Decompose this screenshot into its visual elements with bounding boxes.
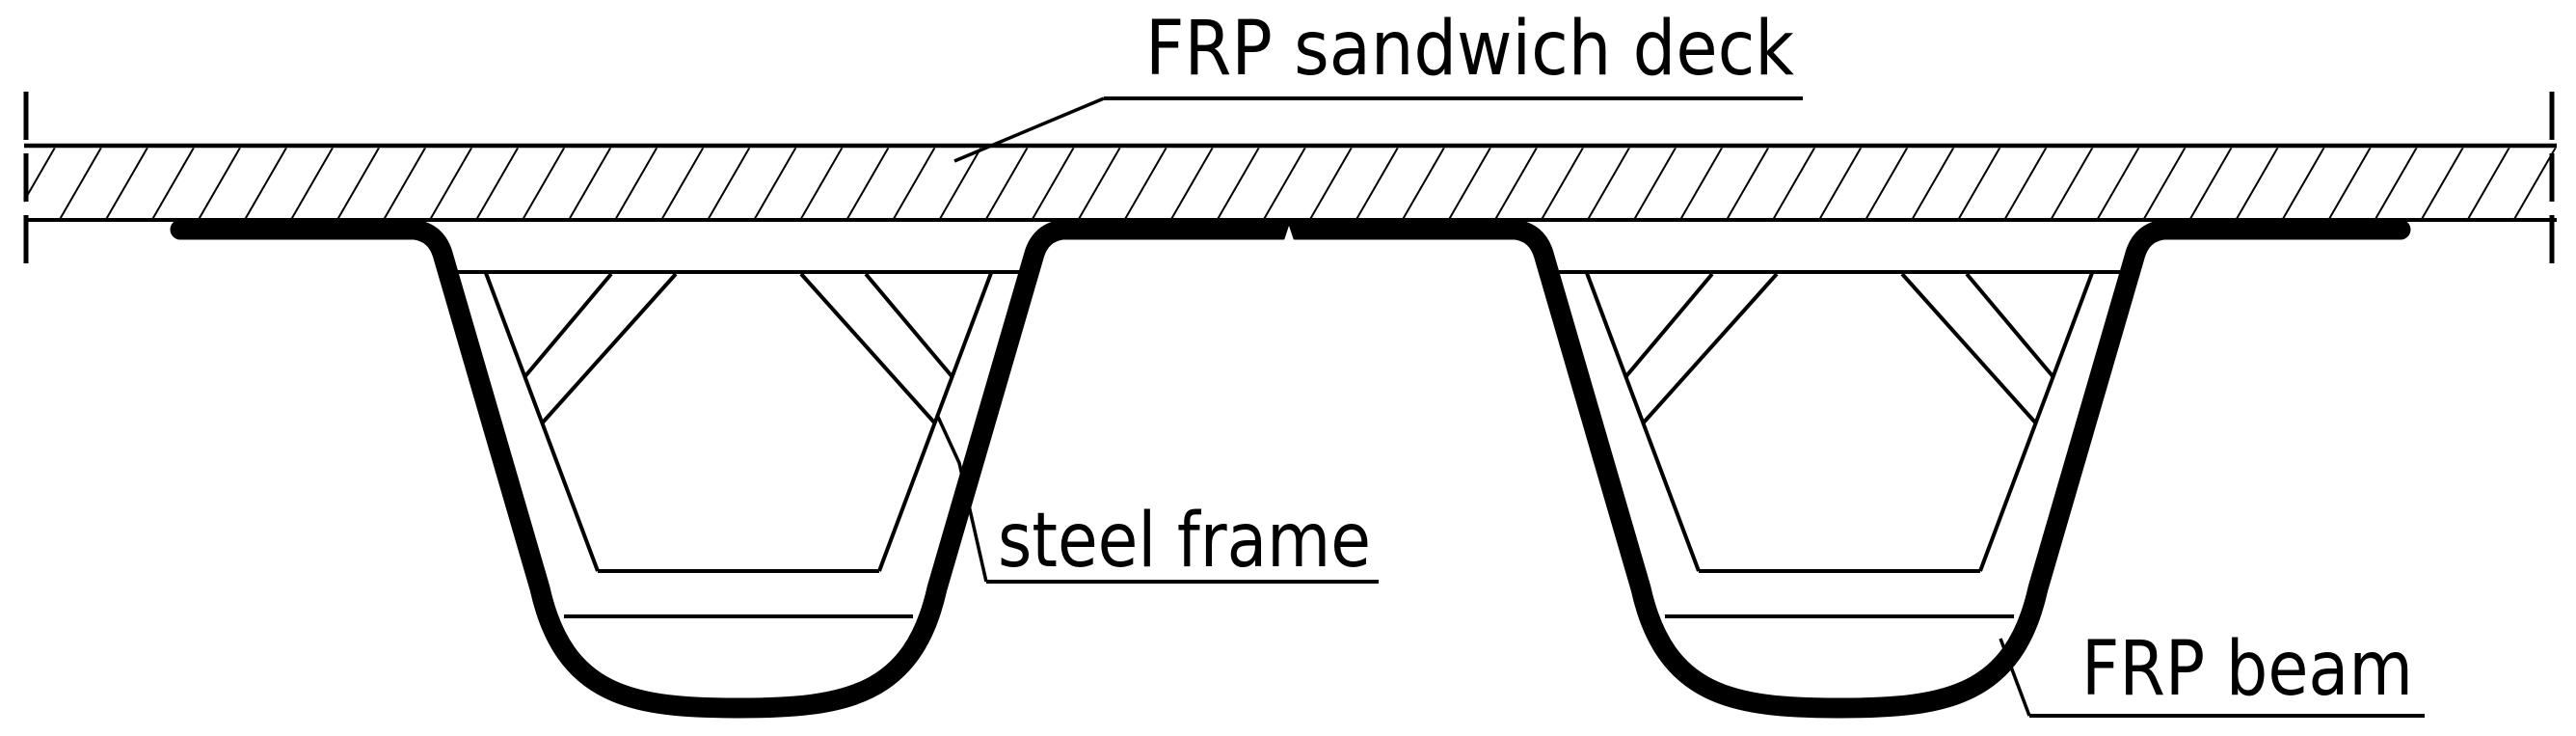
steel-frame-left xyxy=(449,270,1028,618)
deck-leader-line xyxy=(953,96,1105,163)
frp-beam-label: FRP beam xyxy=(2081,626,2413,713)
deck-annotation: FRP sandwich deck xyxy=(953,6,1803,163)
flange-joint-notch xyxy=(1283,226,1295,243)
frp-beam-annotation: FRP beam xyxy=(1999,626,2425,718)
deck-hatch-fill xyxy=(24,148,2557,218)
steel-frame-annotation: steel frame xyxy=(935,414,1379,585)
truss-diagonal xyxy=(1623,272,1714,379)
truss-diagonal xyxy=(540,272,678,425)
steel-frame-label: steel frame xyxy=(998,498,1371,585)
truss-diagonal xyxy=(799,272,937,425)
truss-diagonal xyxy=(523,272,613,379)
deck-label: FRP sandwich deck xyxy=(1145,6,1794,93)
truss-diagonal xyxy=(1641,272,1779,425)
frp-beam-left-outline xyxy=(170,219,1293,719)
frp-sandwich-deck xyxy=(23,92,2557,275)
steel-frame-right xyxy=(1550,270,2129,618)
truss-diagonal xyxy=(1900,272,2038,425)
steel-frame-leader-line xyxy=(935,414,988,583)
frp-beam-leader-line xyxy=(1999,638,2031,717)
frp-beams xyxy=(170,219,2411,719)
frp-beam-right-outline xyxy=(1285,219,2411,719)
truss-diagonal xyxy=(864,272,954,379)
truss-diagonal xyxy=(1965,272,2055,379)
